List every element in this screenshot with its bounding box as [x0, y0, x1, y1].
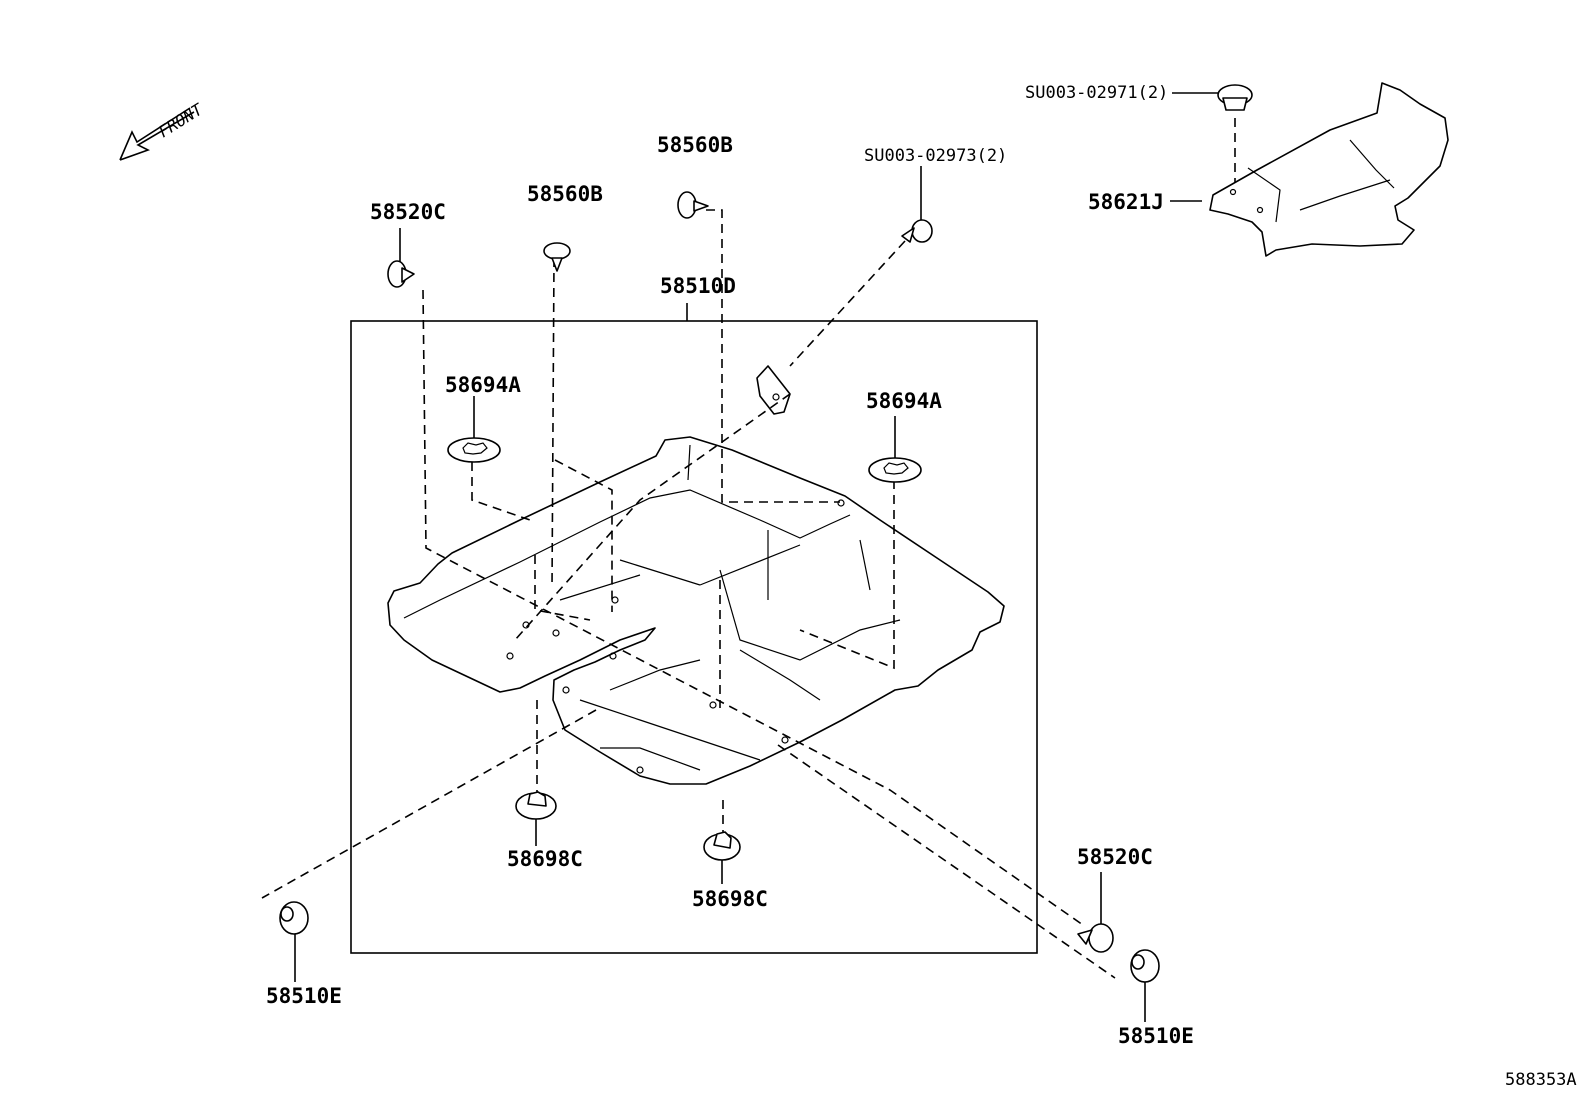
- clip-58520c-bottom-icon: [1077, 923, 1114, 953]
- clip-58560b-right-icon: [677, 191, 709, 219]
- nut-58694a-right-icon: [868, 457, 922, 483]
- plug-58510e-left-icon: [279, 901, 309, 935]
- bolt-su003-02971-icon: [1217, 84, 1253, 111]
- label-su003-02971: SU003-02971(2): [1025, 83, 1168, 103]
- grommet-58698c-left-icon: [515, 791, 557, 820]
- label-58694a-left: 58694A: [445, 373, 521, 397]
- label-58520c-bottom: 58520C: [1077, 845, 1153, 869]
- label-58694a-right: 58694A: [866, 389, 942, 413]
- label-58698c-left: 58698C: [507, 847, 583, 871]
- dashed-leaders: [261, 118, 1236, 979]
- grommet-58698c-right-icon: [703, 831, 741, 861]
- diagram-id: 588353A: [1505, 1070, 1577, 1090]
- label-58510e-left: 58510E: [266, 984, 342, 1008]
- clip-58520c-top-icon: [387, 260, 415, 288]
- floor-carpet: [387, 436, 1005, 785]
- label-58520c-top: 58520C: [370, 200, 446, 224]
- label-58621j: 58621J: [1088, 190, 1164, 214]
- clip-58560b-left-icon: [543, 242, 571, 272]
- bracket: [756, 365, 791, 415]
- bolt-su003-02973-icon: [901, 219, 933, 243]
- label-58510e-right: 58510E: [1118, 1024, 1194, 1048]
- label-58698c-right: 58698C: [692, 887, 768, 911]
- nut-58694a-left-icon: [447, 437, 501, 463]
- front-arrow-icon: [119, 107, 195, 161]
- label-58560b-right: 58560B: [657, 133, 733, 157]
- label-58510d: 58510D: [660, 274, 736, 298]
- cover-58621j: [1209, 82, 1449, 257]
- label-su003-02973: SU003-02973(2): [864, 146, 1007, 166]
- plug-58510e-right-icon: [1130, 949, 1160, 983]
- assembly-box: [350, 320, 1038, 954]
- front-label: FRONT: [155, 99, 207, 141]
- label-58560b-left: 58560B: [527, 182, 603, 206]
